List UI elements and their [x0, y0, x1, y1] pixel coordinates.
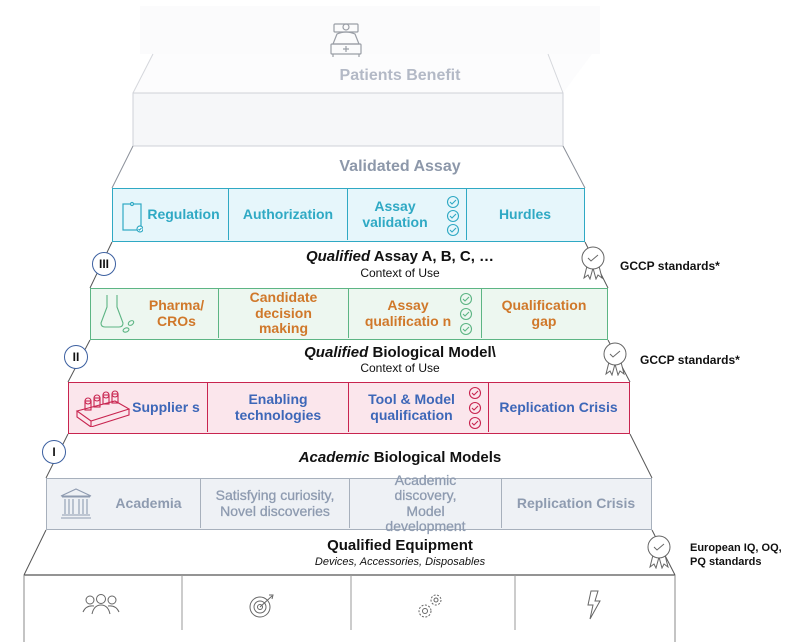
cell-regulation: Regulation [113, 189, 229, 240]
tier-badge-ii: II [64, 345, 88, 369]
people-group-icon [82, 594, 120, 615]
cell-candidate-decision: Candidate decision making [219, 289, 349, 338]
lightning-icon [587, 590, 601, 620]
certificate-icon [581, 246, 605, 280]
certificate-icon [603, 342, 627, 376]
title-rest: Biological Model\ [368, 344, 496, 361]
patients-benefit-title: Patients Benefit [339, 67, 461, 84]
validated-row: Regulation Authorization Assay validatio… [112, 188, 585, 242]
tier-i-row: Academia Satisfying curiosity, Novel dis… [46, 472, 652, 534]
cell-replication-crisis-academic: Replication Crisis [502, 479, 650, 528]
certificate-icon [647, 535, 671, 569]
cell-label: Assay qualificatio n [364, 297, 452, 329]
cell-satisfying-curiosity: Satisfying curiosity, Novel discoveries [201, 479, 350, 528]
institution-icon [60, 488, 92, 519]
cell-label: Satisfying curiosity, Novel discoveries [215, 487, 335, 519]
cell-assay-qualification: Assay qualificatio n [349, 289, 482, 338]
cell-label: Replication Crisis [499, 398, 618, 415]
equipment-standard: European IQ, OQ, PQ standards [690, 542, 782, 570]
checklist-icon [446, 195, 460, 237]
cell-label: Candidate decision making [249, 289, 318, 337]
cell-label: Replication Crisis [516, 494, 636, 511]
tier-iii-subtitle: Context of Use [360, 266, 440, 280]
cell-qualification-gap: Qualification gap [482, 289, 606, 338]
cell-label: Academic discovery, Model development [385, 471, 466, 534]
cell-label: Regulation [147, 205, 220, 222]
checklist-icon [468, 386, 482, 430]
top-trapezoid [133, 54, 592, 93]
cell-label: Assay validation [362, 198, 428, 230]
cell-hurdles: Hurdles [467, 189, 583, 240]
lab-plate-icon [75, 390, 131, 427]
equipment-title: Qualified Equipment [327, 537, 473, 554]
tier-badge-i: I [42, 440, 66, 464]
cell-tool-model-qualification: Tool & Model qualification [349, 383, 489, 432]
tier-ii-subtitle: Context of Use [360, 361, 440, 375]
cell-enabling-technologies: Enabling technologies [208, 383, 349, 432]
cell-label: Hurdles [498, 205, 552, 222]
cell-assay-validation: Assay validation [348, 189, 467, 240]
cell-label: Qualification gap [501, 297, 587, 329]
top-box [132, 92, 564, 147]
tier-i-title: Academic Biological Models [0, 449, 800, 466]
top-faint-bg [140, 6, 600, 54]
cell-authorization: Authorization [229, 189, 348, 240]
equipment-subtitle: Devices, Accessories, Disposables [314, 556, 486, 568]
cell-label: Tool & Model qualification [368, 391, 455, 423]
title-italic: Qualified [305, 248, 371, 265]
cell-academia: Academia [47, 479, 201, 528]
clipboard-icon [122, 201, 143, 233]
tier-ii-standard: GCCP standards* [640, 353, 740, 367]
tier-iii-row: Pharma/ CROs Candidate decision making A… [90, 288, 608, 340]
cell-label: Pharma/ CROs [148, 297, 205, 329]
cell-pharma-cros: Pharma/ CROs [91, 289, 219, 338]
flask-icon [100, 295, 135, 333]
tier-badge-iii: III [92, 252, 116, 276]
cell-label: Academia [115, 494, 182, 511]
cell-replication-crisis: Replication Crisis [489, 383, 628, 432]
cell-label: Enabling technologies [234, 391, 322, 423]
checklist-icon [459, 292, 473, 336]
title-italic: Academic [298, 449, 370, 466]
tier-iii-standard: GCCP standards* [620, 259, 720, 273]
standard-line-1: European IQ, OQ, [690, 542, 782, 554]
hospital-bed-icon [330, 23, 362, 57]
validated-assay-title: Validated Assay [339, 158, 461, 175]
target-icon [249, 594, 274, 618]
standard-line-2: PQ standards [690, 555, 762, 568]
gears-icon [418, 594, 442, 618]
tier-ii-title: Qualified Biological Model\ [0, 344, 800, 361]
title-italic: Qualified [304, 344, 369, 361]
cell-label: Supplier s [132, 398, 200, 415]
cell-label: Authorization [242, 205, 334, 222]
title-rest: Assay A, B, C, … [370, 248, 495, 265]
cell-suppliers: Supplier s [69, 383, 208, 432]
tier-ii-row: Supplier s Enabling technologies Tool & … [68, 382, 630, 434]
cell-academic-discovery: Academic discovery, Model development [350, 472, 502, 534]
title-rest: Biological Models [369, 449, 502, 466]
tier-iii-title: Qualified Assay A, B, C, … [0, 248, 800, 265]
